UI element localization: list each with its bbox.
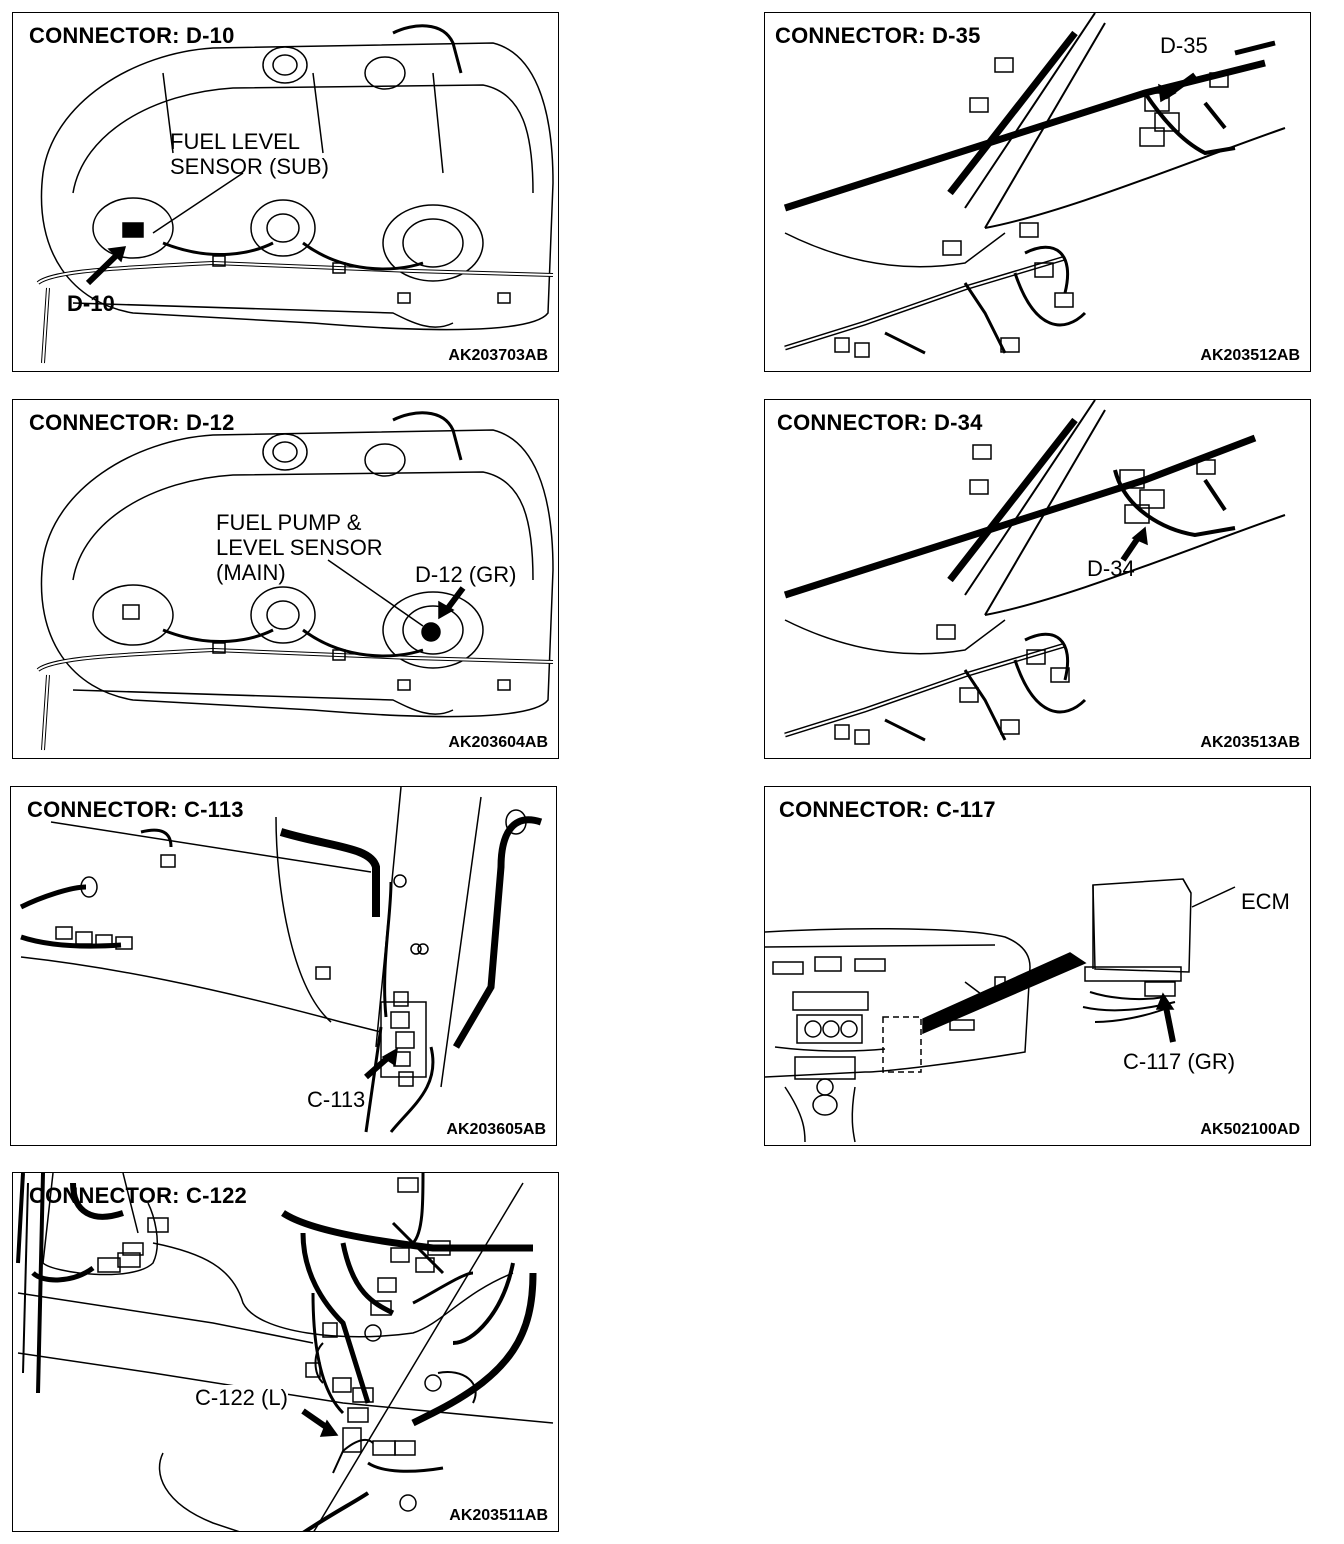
ecm-label: ECM [1241, 889, 1290, 914]
label-line: FUEL LEVEL [170, 129, 301, 154]
fuel-tank-drawing [36, 411, 554, 751]
label-line: LEVEL SENSOR [216, 535, 383, 560]
panel-connector-d34: CONNECTOR: D-34 D-34 AK203513AB [764, 399, 1311, 759]
figure-code: AK203511AB [449, 1507, 548, 1524]
panel-connector-c117: CONNECTOR: C-117 ECM C-117 (GR) AK502100… [764, 786, 1311, 1146]
connector-title: CONNECTOR: D-35 [775, 23, 981, 48]
figure-code: AK203513AB [1200, 734, 1300, 751]
connector-pointer-label: C-122 (L) [195, 1385, 288, 1410]
connector-title: CONNECTOR: C-122 [29, 1183, 247, 1208]
figure-code: AK203703AB [448, 347, 548, 364]
fuel-level-sensor-sub-label: FUEL LEVEL SENSOR (SUB) [170, 129, 329, 179]
connector-title: CONNECTOR: C-117 [779, 797, 996, 822]
connector-title: CONNECTOR: D-10 [29, 23, 235, 48]
label-line: FUEL PUMP & [216, 510, 362, 535]
harness-drawing [19, 787, 543, 1133]
connector-title: CONNECTOR: C-113 [27, 797, 244, 822]
figure-code: AK203605AB [446, 1121, 546, 1138]
figure-code: AK502100AD [1200, 1121, 1300, 1138]
panel-connector-d10: CONNECTOR: D-10 FUEL LEVEL SENSOR (SUB) … [12, 12, 559, 372]
connector-title: CONNECTOR: D-12 [29, 410, 235, 435]
figure-code: AK203604AB [448, 734, 548, 751]
panel-connector-c122: CONNECTOR: C-122 C-122 (L) AK203511AB [12, 1172, 559, 1532]
connector-pointer-label: C-117 (GR) [1123, 1049, 1236, 1074]
connector-pointer-label: D-35 [1160, 33, 1208, 58]
panel-connector-d35: CONNECTOR: D-35 D-35 AK203512AB [764, 12, 1311, 372]
connector-pointer-label: D-34 [1087, 556, 1135, 581]
figure-code: AK203512AB [1200, 347, 1300, 364]
panel-connector-c113: CONNECTOR: C-113 C-113 AK203605AB [10, 786, 557, 1146]
label-line: (MAIN) [216, 560, 286, 585]
harness-drawing [16, 1173, 554, 1531]
harness-drawing [783, 13, 1286, 358]
connector-pointer-label: D-10 [67, 291, 115, 316]
fuel-pump-level-sensor-main-label: FUEL PUMP & LEVEL SENSOR (MAIN) [216, 510, 383, 585]
connector-pointer-label: D-12 (GR) [415, 562, 517, 587]
panel-connector-d12: CONNECTOR: D-12 FUEL PUMP & LEVEL SENSOR… [12, 399, 559, 759]
harness-drawing [783, 400, 1286, 745]
connector-pointer-label: C-113 [307, 1087, 366, 1112]
fuel-tank-drawing [36, 24, 554, 364]
label-line: SENSOR (SUB) [170, 154, 329, 179]
connector-title: CONNECTOR: D-34 [777, 410, 983, 435]
dashboard-ecm-drawing [765, 878, 1236, 1143]
